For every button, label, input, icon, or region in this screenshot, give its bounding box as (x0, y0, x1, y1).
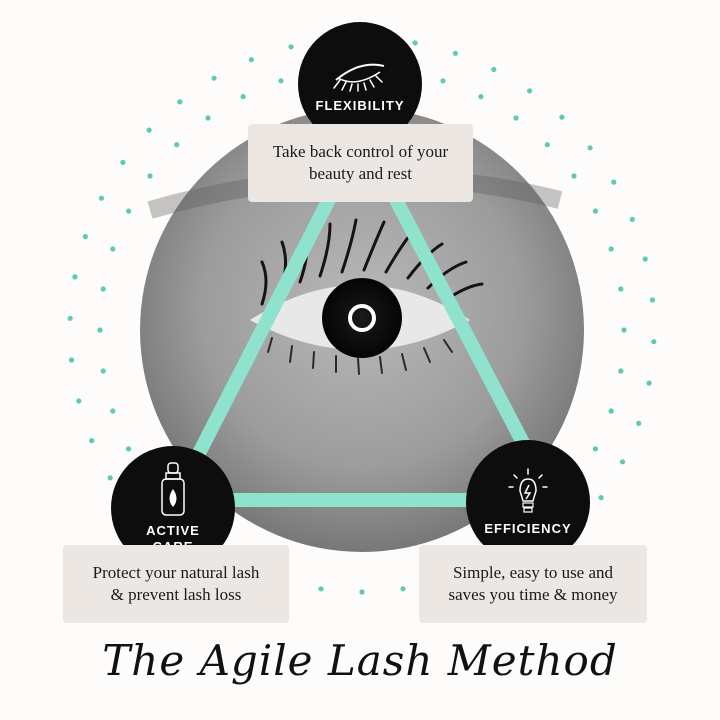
ring-dot (89, 438, 95, 444)
lightbulb-icon (508, 468, 548, 513)
ring-dot (513, 115, 519, 121)
ring-dot (440, 78, 446, 84)
ring-dot (491, 66, 497, 73)
ring-dot (100, 286, 106, 292)
ring-dot (412, 40, 418, 46)
flexibility-label: FLEXIBILITY (315, 98, 405, 113)
ring-dot (611, 179, 617, 185)
ring-dot (452, 50, 458, 56)
ring-dot (559, 114, 565, 120)
ring-dot (146, 127, 152, 133)
efficiency-card: Simple, easy to use and saves you time &… (419, 545, 647, 623)
ring-dot (288, 44, 294, 50)
ring-dot (592, 208, 599, 214)
ring-dot (359, 589, 365, 595)
lower-lashes (267, 337, 453, 375)
active-care-label-line1: ACTIVE (146, 523, 200, 538)
ring-dot (646, 380, 652, 386)
ring-dot (107, 475, 113, 481)
active-care-card: Protect your natural lash & prevent lash… (63, 545, 289, 623)
ring-dot (68, 357, 75, 363)
ring-dot (619, 459, 626, 465)
ring-dot (278, 78, 284, 84)
flexibility-card-line2: beauty and rest (309, 164, 412, 183)
ring-dot (248, 57, 254, 63)
ring-dot (98, 195, 105, 201)
teal-triangle (163, 119, 565, 507)
ring-dot (126, 446, 132, 452)
ring-dot (587, 145, 593, 151)
ring-dot (97, 327, 103, 333)
ring-dot (126, 208, 132, 214)
ring-dot (571, 173, 577, 179)
active-care-card-line1: Protect your natural lash (92, 563, 260, 582)
ring-dot (629, 216, 635, 222)
ring-dot (120, 159, 126, 165)
ring-dot (147, 173, 153, 179)
ring-dot (100, 368, 106, 374)
ring-dot (318, 586, 324, 592)
ring-dot (240, 94, 246, 100)
ring-dot (110, 246, 116, 252)
page-title: The Agile Lash Method (102, 636, 618, 685)
ring-dot (527, 88, 533, 94)
ring-dot (649, 297, 656, 303)
ring-dot (642, 256, 648, 262)
flexibility-card-line1: Take back control of your (272, 142, 449, 161)
ring-dot (211, 75, 217, 81)
ring-dot (608, 408, 614, 414)
ring-dot (651, 339, 657, 345)
ring-dot (67, 315, 73, 321)
ring-dot (177, 99, 183, 105)
efficiency-card-line1: Simple, easy to use and (452, 563, 614, 582)
ring-dot (621, 327, 627, 333)
ring-dot (618, 368, 624, 374)
eye-photo-circle (140, 108, 584, 552)
ring-dot (110, 408, 116, 414)
ring-dot (205, 115, 211, 121)
eye-iris (322, 278, 402, 358)
ring-dot (82, 234, 88, 240)
ring-dot (174, 142, 180, 148)
ring-dot (400, 586, 406, 592)
ring-dot (636, 420, 642, 426)
flexibility-card: Take back control of your beauty and res… (248, 124, 473, 202)
ring-dot (544, 142, 550, 148)
ring-dot (598, 495, 604, 501)
ring-dot (478, 94, 484, 100)
ring-dot (592, 446, 599, 452)
active-care-card-line2: & prevent lash loss (110, 585, 242, 604)
serum-bottle-icon (161, 462, 185, 516)
eyelash-icon (333, 63, 385, 92)
ring-dot (76, 398, 82, 404)
ring-dot (618, 286, 624, 292)
efficiency-badge: EFFICIENCY (466, 440, 590, 564)
ring-dot (72, 274, 78, 280)
ring-dot (608, 246, 614, 252)
efficiency-label: EFFICIENCY (484, 521, 572, 536)
efficiency-card-line2: saves you time & money (448, 585, 618, 604)
